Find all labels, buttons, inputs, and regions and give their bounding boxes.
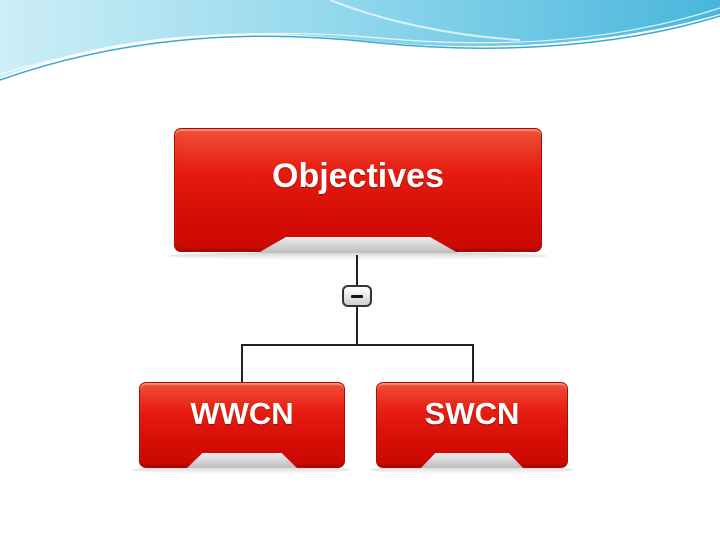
collapse-toggle-button[interactable]: [342, 285, 372, 307]
child-node-wwcn-tab: [187, 453, 297, 468]
connector-left-branch: [241, 344, 243, 382]
minus-icon: [351, 295, 363, 298]
root-node-tab: [258, 237, 458, 253]
header-wave-decoration: [0, 0, 720, 90]
root-node-label: Objectives: [272, 157, 444, 251]
connector-right-branch: [472, 344, 474, 382]
root-node-objectives[interactable]: Objectives: [174, 128, 542, 252]
child-node-swcn-tab: [421, 453, 523, 468]
connector-horizontal: [241, 344, 474, 346]
root-node-shadow: [168, 252, 548, 260]
